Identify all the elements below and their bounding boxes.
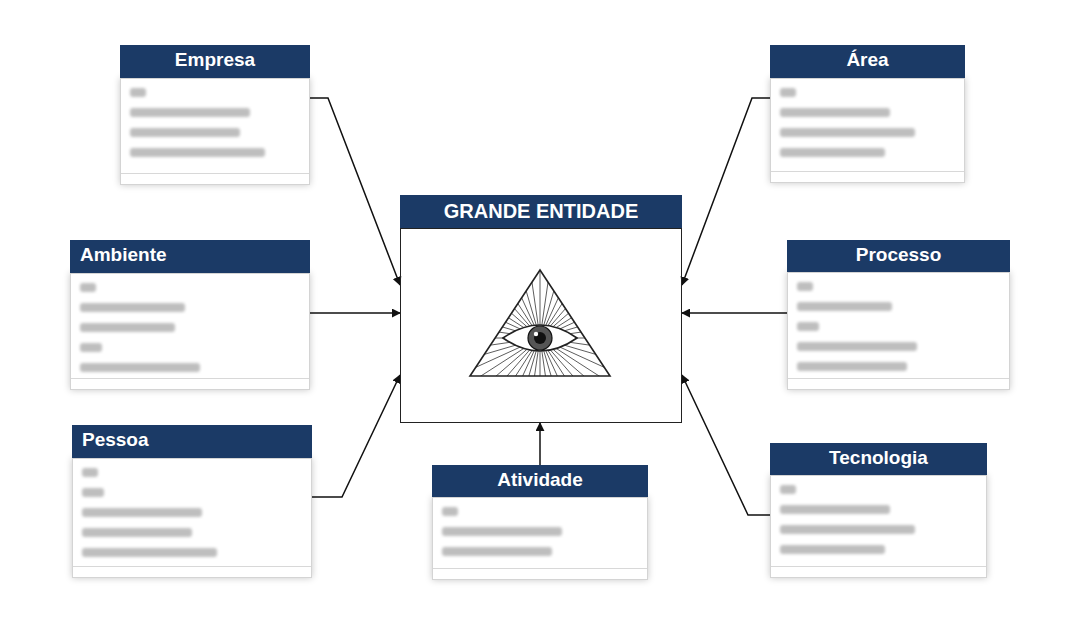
blurred-field	[80, 283, 96, 292]
entity-name: Área	[846, 49, 888, 70]
blurred-field	[80, 343, 102, 352]
ray-line	[540, 247, 619, 338]
field-divider	[121, 173, 309, 184]
blurred-field	[82, 468, 98, 477]
blurred-field	[797, 362, 907, 371]
entity-box: Tecnologia	[770, 443, 987, 578]
entity-box: Ambiente	[70, 240, 310, 390]
entity-box: Atividade	[432, 465, 648, 580]
blurred-field	[797, 322, 819, 331]
field-divider	[788, 378, 1009, 389]
eye-highlight	[534, 332, 538, 336]
entity-name: Atividade	[497, 469, 583, 490]
ray-line	[540, 338, 590, 447]
connector-arrow	[682, 312, 787, 314]
ray-line	[540, 223, 574, 338]
eye-pupil	[534, 332, 546, 344]
triangle-outline	[470, 270, 610, 376]
field-divider	[771, 171, 964, 182]
entity-header: Atividade	[432, 465, 648, 497]
connector-arrow	[682, 375, 770, 515]
ray-line	[506, 223, 540, 338]
entity-name: Pessoa	[82, 429, 149, 450]
blurred-field	[780, 88, 796, 97]
blurred-field	[82, 508, 202, 517]
ray-line	[540, 338, 619, 429]
field-list	[70, 273, 310, 390]
blurred-field	[442, 527, 562, 536]
field-list	[432, 497, 648, 580]
entity-name: Empresa	[175, 49, 255, 70]
entity-box: Pessoa	[72, 425, 312, 578]
field-divider	[433, 568, 647, 579]
field-divider	[71, 378, 309, 389]
blurred-field	[780, 545, 885, 554]
entity-box: Empresa	[120, 45, 310, 185]
ray-line	[506, 338, 540, 453]
blurred-field	[797, 302, 892, 311]
entity-header: Processo	[787, 240, 1010, 272]
blurred-field	[130, 148, 265, 157]
field-list	[770, 475, 987, 578]
blurred-field	[82, 528, 192, 537]
field-divider	[73, 566, 311, 577]
connector-arrow	[310, 312, 400, 314]
connector-arrow	[539, 423, 541, 465]
field-divider	[771, 566, 986, 577]
field-list	[120, 78, 310, 185]
entity-name: GRANDE ENTIDADE	[444, 200, 638, 222]
blurred-field	[130, 128, 240, 137]
connector-arrow	[682, 98, 770, 285]
ray-line	[461, 338, 540, 429]
connector-arrow	[310, 98, 400, 285]
ray-lines	[420, 218, 660, 458]
ray-line	[540, 218, 541, 338]
entity-name: Ambiente	[80, 244, 167, 265]
connector-arrow	[312, 375, 400, 497]
blurred-field	[130, 88, 146, 97]
ray-line	[523, 219, 540, 338]
entity-header: Ambiente	[70, 240, 310, 273]
eye-outline	[503, 325, 577, 351]
entity-header: Área	[770, 45, 965, 78]
blurred-field	[80, 363, 200, 372]
entity-box: Processo	[787, 240, 1010, 390]
blurred-field	[82, 488, 104, 497]
blurred-field	[82, 548, 217, 557]
blurred-field	[780, 525, 915, 534]
field-list	[787, 272, 1010, 390]
blurred-field	[80, 303, 185, 312]
central-entity-box: GRANDE ENTIDADE	[400, 195, 682, 423]
blurred-field	[442, 547, 552, 556]
blurred-field	[780, 505, 890, 514]
blurred-field	[442, 507, 458, 516]
blurred-field	[780, 485, 796, 494]
entity-header: Empresa	[120, 45, 310, 78]
ray-line	[540, 338, 574, 453]
entity-header: Tecnologia	[770, 443, 987, 475]
blurred-field	[780, 108, 890, 117]
entity-name: Processo	[856, 244, 942, 265]
entity-box: Área	[770, 45, 965, 183]
ray-line	[475, 237, 540, 338]
blurred-field	[780, 128, 915, 137]
eye-iris	[528, 326, 552, 350]
ray-line	[540, 338, 557, 457]
entity-name: Tecnologia	[829, 447, 928, 468]
field-list	[72, 458, 312, 578]
blurred-field	[780, 148, 885, 157]
central-frame	[400, 228, 682, 423]
entity-header: Pessoa	[72, 425, 312, 458]
blurred-field	[130, 108, 250, 117]
blurred-field	[797, 342, 917, 351]
blurred-field	[80, 323, 175, 332]
entity-header: GRANDE ENTIDADE	[400, 195, 682, 228]
field-list	[770, 78, 965, 183]
ray-line	[461, 247, 540, 338]
blurred-field	[797, 282, 813, 291]
